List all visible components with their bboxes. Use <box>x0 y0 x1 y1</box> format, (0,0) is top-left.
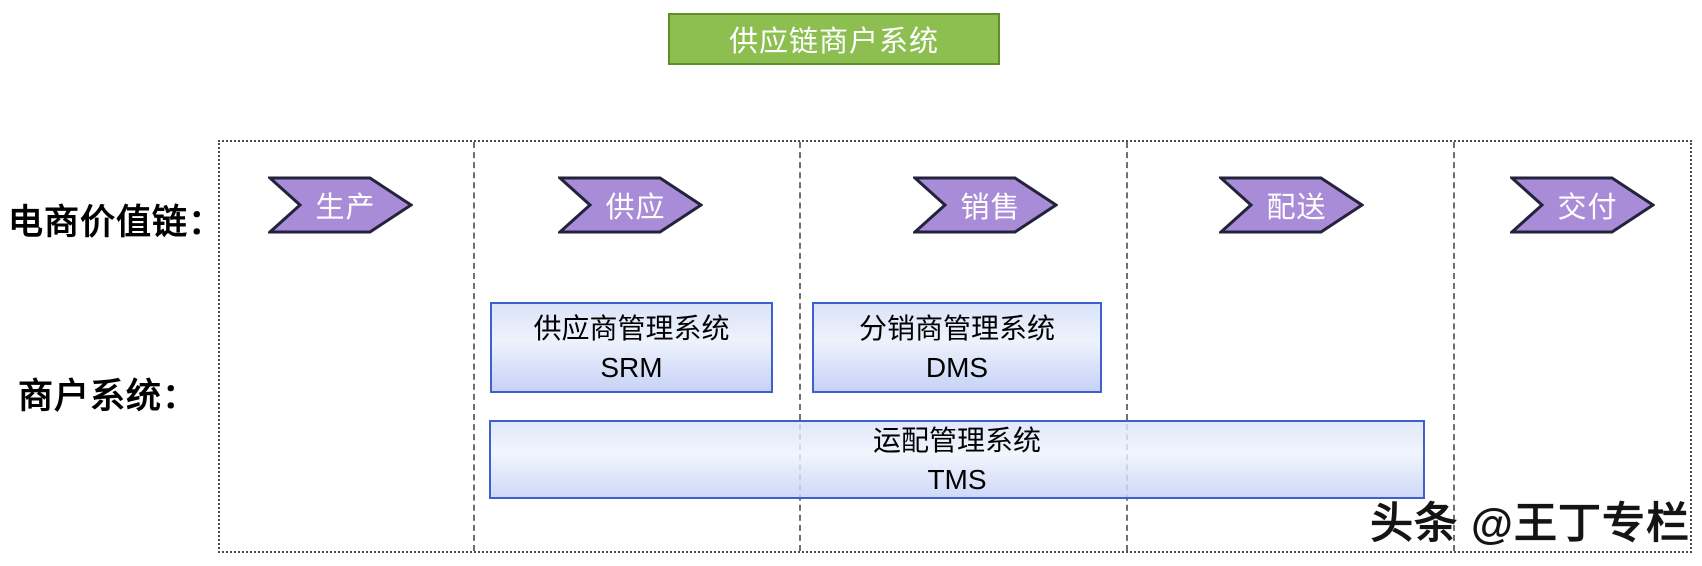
chain-step-label: 交付 <box>1557 192 1618 224</box>
tms-system-box: 运配管理系统 TMS <box>489 420 1425 499</box>
supply-chain-merchant-system-title: 供应链商户系统 <box>668 13 1000 65</box>
system-name: 供应商管理系统 <box>533 312 730 344</box>
chevron-arrow-icon <box>913 176 1058 234</box>
chain-step-sales: 销售 <box>913 176 1058 234</box>
chevron-arrow-icon <box>1510 176 1655 234</box>
chain-step-distribution: 配送 <box>1219 176 1364 234</box>
chain-step-supply: 供应 <box>558 176 703 234</box>
merchant-systems-row-label: 商户系统： <box>18 377 199 416</box>
column-divider-3 <box>1126 142 1128 551</box>
column-divider-2 <box>799 142 801 551</box>
system-abbr: TMS <box>927 463 987 495</box>
system-name: 分销商管理系统 <box>858 312 1055 344</box>
title-text: 供应链商户系统 <box>728 26 939 58</box>
chevron-arrow-icon <box>558 176 703 234</box>
chevron-arrow-icon <box>1219 176 1364 234</box>
system-name: 运配管理系统 <box>872 424 1041 456</box>
chain-step-label: 生产 <box>315 192 376 224</box>
chain-step-production: 生产 <box>268 176 413 234</box>
chain-step-label: 供应 <box>605 192 666 224</box>
toutiao-watermark: 头条 @王丁专栏 <box>1370 500 1690 548</box>
column-divider-4 <box>1453 142 1455 551</box>
value-chain-row-label: 电商价值链： <box>8 203 225 242</box>
system-abbr: SRM <box>600 351 663 383</box>
chain-step-label: 配送 <box>1266 192 1327 224</box>
chain-step-delivery: 交付 <box>1510 176 1655 234</box>
chain-step-label: 销售 <box>960 192 1021 224</box>
system-abbr: DMS <box>925 351 989 383</box>
value-chain-grid <box>218 140 1692 553</box>
dms-system-box: 分销商管理系统 DMS <box>812 302 1102 393</box>
chevron-arrow-icon <box>268 176 413 234</box>
srm-system-box: 供应商管理系统 SRM <box>490 302 773 393</box>
column-divider-1 <box>473 142 475 551</box>
